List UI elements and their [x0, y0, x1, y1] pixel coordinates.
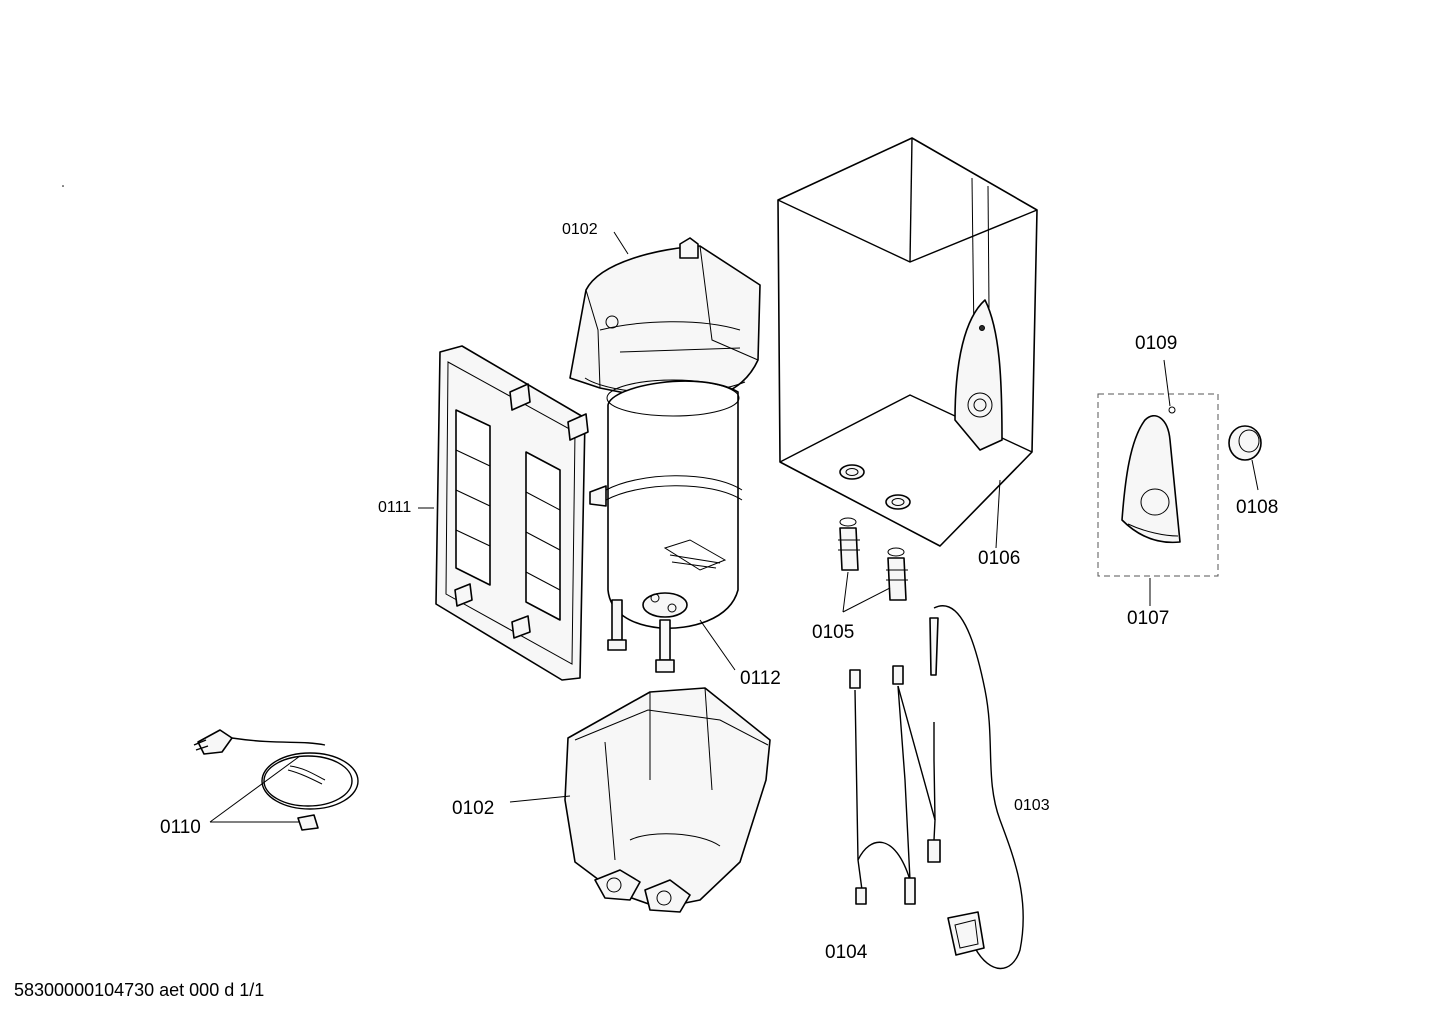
- screw-0109[interactable]: [1168, 406, 1176, 414]
- thermostat-cable-0103[interactable]: [929, 605, 1024, 970]
- water-tank-0112[interactable]: [589, 379, 743, 673]
- label-0110: 0110: [160, 817, 201, 838]
- label-0102-bottom: 0102: [452, 798, 494, 819]
- label-0107: 0107: [1127, 608, 1169, 629]
- label-0106: 0106: [978, 548, 1020, 569]
- casing-box-0106[interactable]: [777, 137, 1038, 547]
- upper-cover-0102[interactable]: [569, 237, 761, 403]
- leader-lines: [209, 231, 1259, 823]
- power-cable-0110[interactable]: [193, 729, 359, 831]
- label-0108: 0108: [1236, 497, 1278, 518]
- lower-cover-0102[interactable]: [564, 687, 771, 913]
- label-0111: 0111: [378, 499, 411, 516]
- mounting-frame-0111[interactable]: [435, 345, 589, 681]
- label-0103: 0103: [1014, 797, 1050, 814]
- speck: [62, 185, 64, 187]
- wiring-harness-0104[interactable]: [849, 665, 941, 905]
- knob-0108[interactable]: [1228, 425, 1262, 461]
- label-0105: 0105: [812, 622, 854, 643]
- part-labels: 0102 0111 0112 0102 0106 0105 0109 0108 …: [160, 221, 1278, 963]
- water-fittings-0105[interactable]: [838, 517, 908, 601]
- label-0112: 0112: [740, 668, 781, 689]
- label-0102-top: 0102: [562, 221, 598, 238]
- front-cover-0107[interactable]: [1097, 393, 1219, 577]
- label-0109: 0109: [1135, 333, 1177, 354]
- drawing-id: 58300000104730 aet 000 d 1/1: [14, 980, 265, 1000]
- label-0104: 0104: [825, 942, 868, 963]
